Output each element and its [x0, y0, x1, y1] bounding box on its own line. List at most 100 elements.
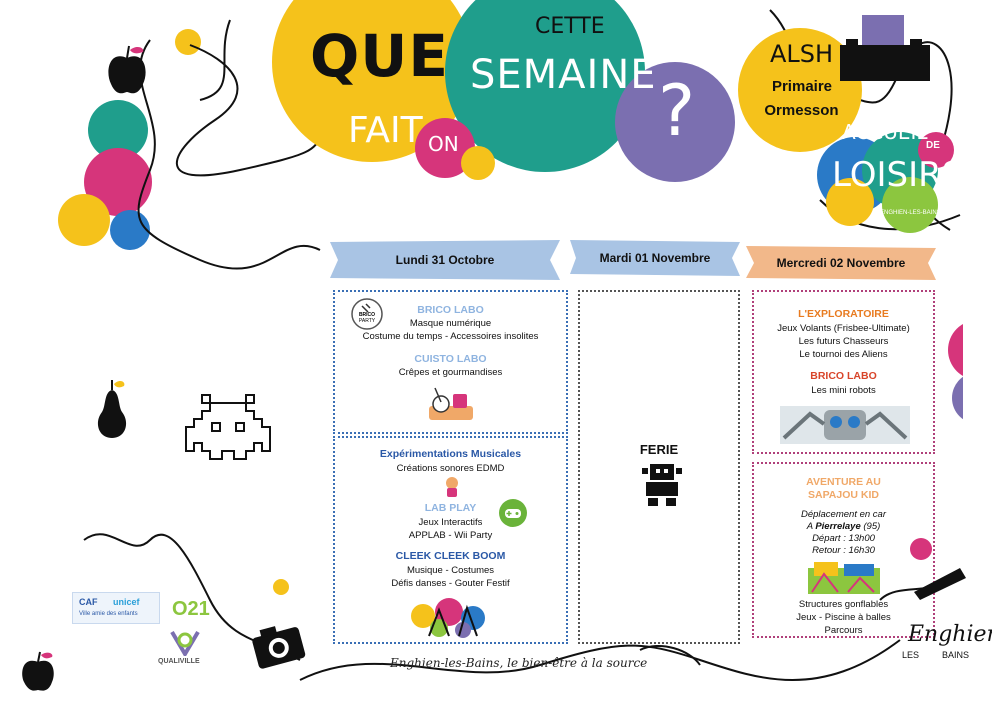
- bubble-small-yellow: [461, 146, 495, 180]
- play-structure-icon: [808, 562, 880, 594]
- lego-icon: [840, 15, 930, 81]
- mardi-box: FERIE: [578, 290, 740, 644]
- bubble-logo-pink: [918, 132, 954, 168]
- cleek-line: Musique - Costumes: [406, 565, 495, 576]
- brico-labo-mercredi-line: Les mini robots: [811, 385, 876, 396]
- bubble-logo-green: [882, 177, 938, 233]
- logo-caf-unicef: CAF unicef Ville amie des enfants: [72, 592, 160, 624]
- bubble-logo-yellow: [826, 178, 874, 226]
- cleek-cleek-boom-title: CLEEK CLEEK BOOM: [395, 550, 506, 562]
- exploratoire-line: Le tournoi des Aliens: [799, 349, 888, 360]
- ferie-label: FERIE: [639, 442, 679, 457]
- deco-circle: [110, 210, 150, 250]
- retour-line: Retour : 16h30: [812, 545, 875, 556]
- ribbon-shape: [570, 240, 740, 276]
- header-bubbles: [272, 0, 735, 182]
- sapajou-line: Structures gonflables: [798, 599, 889, 610]
- enghien-logo-bains: BAINS: [942, 650, 970, 660]
- primaire-label: Primaire: [771, 78, 833, 95]
- lab-play-line: Jeux Interactifs: [418, 517, 483, 528]
- ribbon-shape: [746, 246, 936, 280]
- deco-circle: [58, 194, 110, 246]
- cuisto-labo-title: CUISTO LABO: [414, 353, 487, 365]
- bubble-magenta: [415, 118, 475, 178]
- aventure-title-2: SAPAJOU KID: [808, 489, 879, 501]
- camera-icon: [252, 626, 306, 669]
- cuisto-labo-line: Crêpes et gourmandises: [398, 367, 503, 378]
- sapajou-line: Jeux - Piscine à balles: [796, 612, 891, 623]
- day-label-mardi: Mardi 01 Novembre: [599, 251, 711, 265]
- title-on: ON: [428, 132, 459, 156]
- depart-line: Départ : 13h00: [812, 533, 875, 544]
- exploratoire-title: L'EXPLORATOIRE: [798, 308, 889, 320]
- day-band-mercredi: Mercredi 02 Novembre: [746, 246, 936, 280]
- accueil-logo-city: ENGHIEN-LES-BAINS: [880, 210, 941, 216]
- title-semaine: SEMAINE: [470, 52, 657, 98]
- bubble-purple: [615, 62, 735, 182]
- deco-circle: [84, 148, 152, 216]
- mercredi-afternoon-box: AVENTURE AU SAPAJOU KID Déplacement en c…: [752, 462, 935, 638]
- experimentations-line: Créations sonores EDMD: [396, 463, 505, 474]
- day-band-mardi: Mardi 01 Novembre: [570, 240, 740, 276]
- header-right-bubbles: [738, 28, 954, 233]
- qualiville-logo-icon: [170, 630, 200, 656]
- alsh-label: ALSH: [770, 40, 834, 68]
- brico-labo-line: Costume du temps - Accessoires insolites: [362, 331, 539, 342]
- bubble-teal: [445, 0, 645, 172]
- music-character-icon: [446, 477, 458, 497]
- enghien-logo-les: LES: [902, 650, 920, 660]
- mercredi-morning-box: L'EXPLORATOIRE Jeux Volants (Frisbee-Ult…: [752, 290, 935, 454]
- exploratoire-line: Les futurs Chasseurs: [798, 336, 889, 347]
- brico-party-badge-icon: [351, 298, 383, 330]
- accueil-logo-de: DE: [926, 140, 940, 151]
- lundi-afternoon-box: Expérimentations Musicales Créations son…: [333, 436, 568, 644]
- destination-line: A Pierrelaye (95): [754, 520, 933, 533]
- mini-robots-icon: [780, 406, 910, 444]
- destination-place: Pierrelaye: [815, 521, 861, 532]
- lab-play-title: LAB PLAY: [424, 502, 477, 514]
- pear-icon: [97, 380, 127, 438]
- logo-caf: CAF: [79, 597, 98, 607]
- logo-qualiville: QUALIVILLE: [158, 658, 200, 665]
- brico-labo-mercredi-title: BRICO LABO: [810, 370, 877, 382]
- enghien-logo-top: Enghien: [908, 622, 992, 647]
- brico-party-badge-brico: BRICO: [358, 312, 376, 318]
- destination-prefix: A: [806, 521, 816, 532]
- marker-pen-icon: [914, 568, 966, 600]
- accueil-logo-loisirs: LOISIRS: [832, 155, 964, 195]
- day-label-lundi: Lundi 31 Octobre: [395, 253, 495, 267]
- bubble-yellow: [272, 0, 472, 162]
- deco-circle: [910, 538, 932, 560]
- experimentations-title: Expérimentations Musicales: [379, 448, 522, 460]
- deplacement-line: Déplacement en car: [800, 509, 887, 520]
- day-band-lundi: Lundi 31 Octobre: [330, 240, 560, 280]
- sapajou-line: Parcours: [824, 625, 863, 636]
- ormesson-label: Ormesson: [764, 102, 839, 119]
- aventure-title: AVENTURE AU: [806, 476, 881, 488]
- gamepad-icon: [499, 499, 527, 527]
- cooking-icon: [429, 387, 473, 420]
- accueil-logo-accueil: ACCUEIL: [842, 120, 928, 144]
- brico-labo-title: BRICO LABO: [417, 304, 484, 316]
- brico-party-badge-party: PARTY: [358, 318, 376, 324]
- logo-ville-amie: Ville amie des enfants: [79, 611, 138, 617]
- ribbon-shape: [330, 240, 560, 280]
- apple-icon: [108, 45, 146, 94]
- day-label-mercredi: Mercredi 02 Novembre: [776, 256, 906, 270]
- robot-icon: [642, 464, 682, 506]
- exploratoire-line: Jeux Volants (Frisbee-Ultimate): [777, 323, 910, 334]
- logo-unicef: unicef: [113, 597, 140, 607]
- destination-suffix: (95): [860, 521, 881, 532]
- space-invader-icon: [185, 394, 271, 460]
- footer-slogan: Enghien-les-Bains, le bien-être à la sou…: [390, 656, 648, 670]
- title-question: ?: [658, 70, 696, 152]
- bubble-alsh: [738, 28, 862, 152]
- apple-icon-footer: [22, 651, 54, 691]
- title-que: QUE: [310, 22, 450, 90]
- lab-play-line: APPLAB - Wii Party: [408, 530, 493, 541]
- deco-circle: [88, 100, 148, 160]
- deco-circle: [175, 29, 201, 55]
- lundi-morning-box: BRICO PARTY BRICO LABO Masque numérique …: [333, 290, 568, 434]
- deco-circle: [273, 579, 289, 595]
- dancers-icon: [411, 598, 485, 638]
